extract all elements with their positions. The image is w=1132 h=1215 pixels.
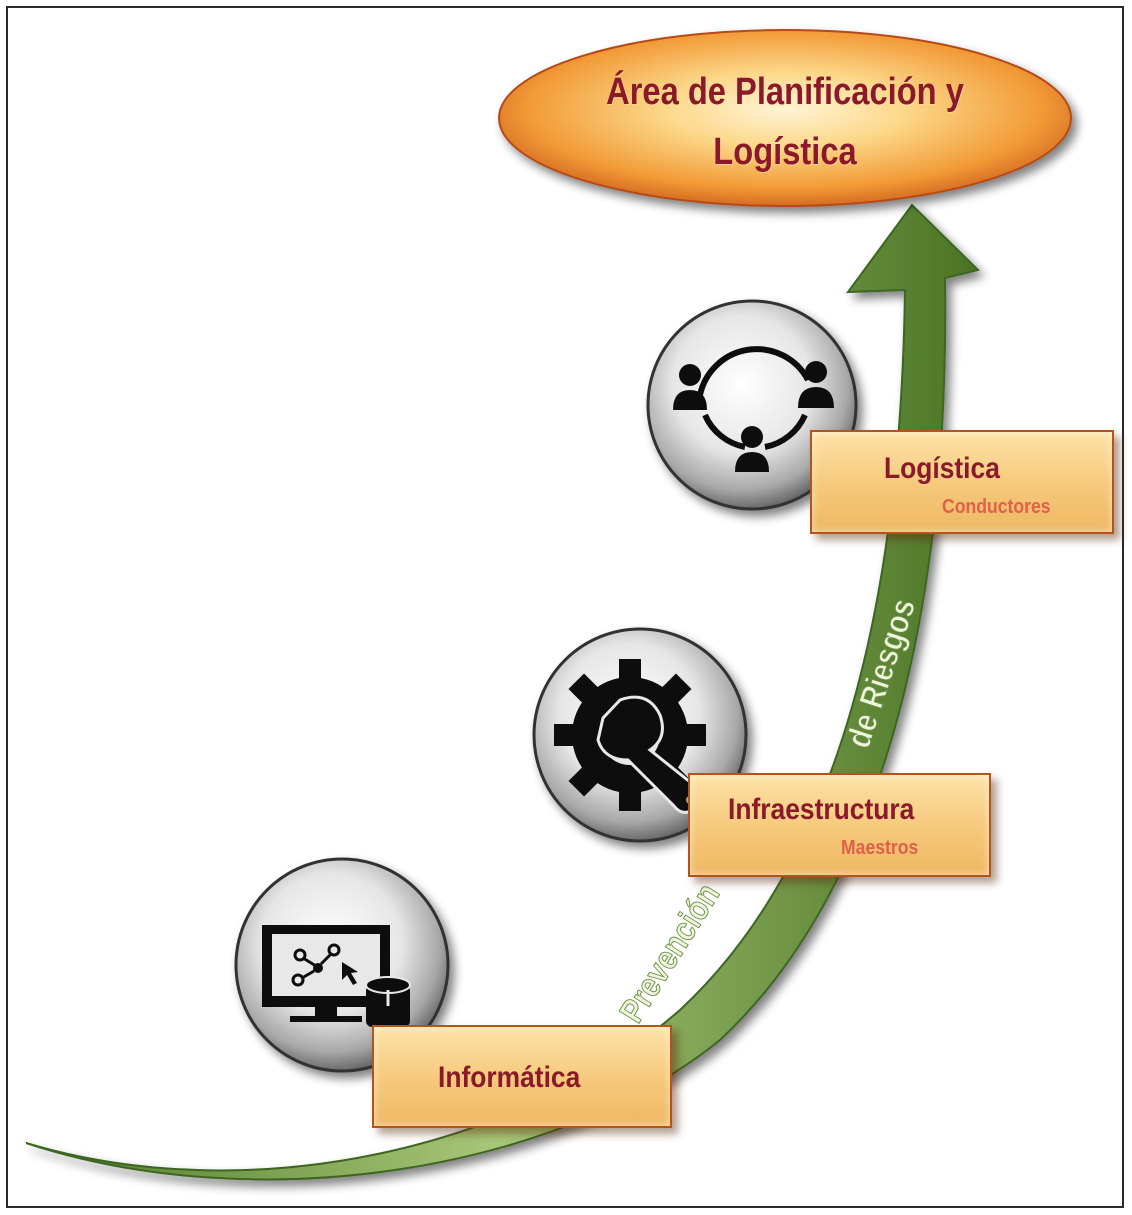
step-box-informatica: Informática xyxy=(372,1025,672,1128)
goal-title-line2: Logística xyxy=(713,131,857,173)
arrow-label-riesgos: de Riesgos xyxy=(838,594,923,753)
step-subtitle: Maestros xyxy=(841,837,919,859)
goal-ellipse xyxy=(498,29,1072,207)
step-title: Infraestructura xyxy=(728,793,915,826)
computer-network-icon xyxy=(234,857,450,1073)
step-box-infraestructura: Infraestructura Maestros xyxy=(688,773,991,877)
goal-title-line1: Área de Planificación y xyxy=(606,71,964,113)
step-title: Logística xyxy=(884,452,1000,485)
people-network-icon xyxy=(646,299,858,511)
step-box-logistica: Logística Conductores xyxy=(810,430,1114,534)
step-subtitle: Conductores xyxy=(942,496,1051,518)
diagram-frame xyxy=(6,6,1124,1208)
goal-title: Área de Planificación y Logística xyxy=(544,62,1026,182)
step-title: Informática xyxy=(438,1061,581,1094)
